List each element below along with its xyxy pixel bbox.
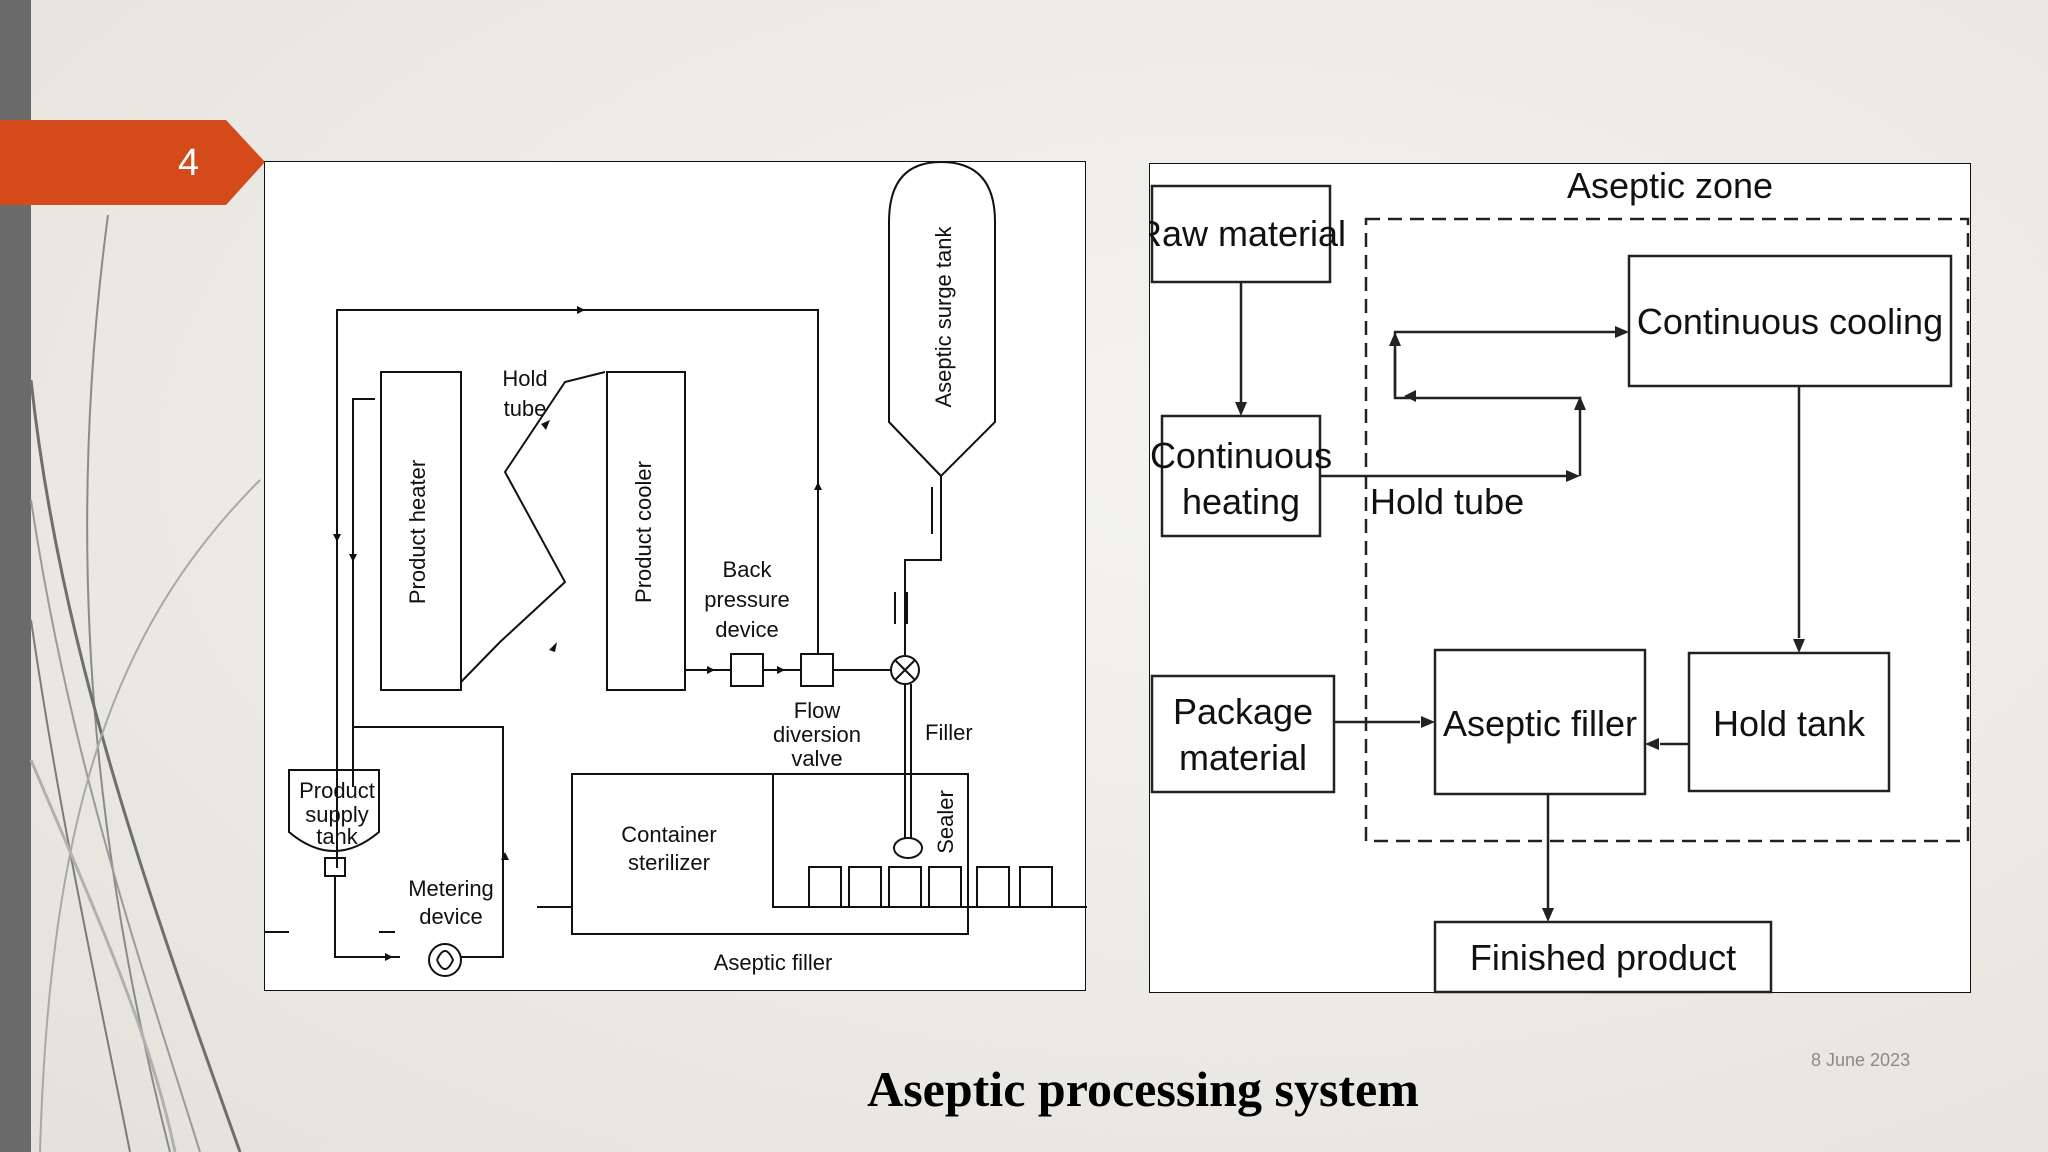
slide-date: 8 June 2023	[1811, 1050, 1911, 1070]
aseptic-flowchart: Aseptic zone Raw material Continuous hea…	[1150, 165, 1970, 994]
label-hold-tank: Hold tank	[1713, 703, 1866, 744]
label-metering-1: Metering	[408, 876, 494, 901]
label-metering-2: device	[419, 904, 483, 929]
label-flow-1: Flow	[794, 698, 841, 723]
label-flow-2: diversion	[773, 722, 861, 747]
label-hold-tube: Hold tube	[1370, 481, 1524, 522]
label-supply-3: tank	[316, 824, 359, 849]
label-back-3: device	[715, 617, 779, 642]
label-product-heater: Product heater	[405, 460, 430, 604]
slide-caption: Aseptic processing system	[867, 1061, 1419, 1117]
label-sealer: Sealer	[933, 790, 958, 854]
label-back-1: Back	[723, 557, 773, 582]
aseptic-schematic: Product heater Product cooler Aseptic su…	[265, 162, 1087, 977]
label-back-2: pressure	[704, 587, 790, 612]
label-supply-1: Product	[299, 778, 375, 803]
label-product-cooler: Product cooler	[631, 461, 656, 603]
label-flow-3: valve	[791, 746, 842, 771]
label-package-1: Package	[1173, 691, 1313, 732]
aseptic-flow-panel: Aseptic zone Raw material Continuous hea…	[1149, 163, 1971, 994]
label-filler: Filler	[925, 720, 973, 745]
slide-number: 4	[178, 142, 200, 184]
slide-number-tab	[0, 120, 265, 205]
label-cont-heating-1: Continuous	[1150, 435, 1332, 476]
label-continuous-cooling: Continuous cooling	[1637, 301, 1943, 342]
label-aseptic-zone: Aseptic zone	[1567, 165, 1773, 206]
label-hold-2: tube	[504, 396, 547, 421]
label-container-2: sterilizer	[628, 850, 710, 875]
label-cont-heating-2: heating	[1182, 481, 1300, 522]
decorative-curves	[29, 214, 261, 1152]
label-raw-material: Raw material	[1150, 213, 1346, 254]
label-hold-1: Hold	[502, 366, 547, 391]
label-aseptic-filler: Aseptic filler	[1443, 703, 1637, 744]
label-package-2: material	[1179, 737, 1307, 778]
aseptic-schematic-panel: Product heater Product cooler Aseptic su…	[264, 161, 1087, 991]
label-finished-product: Finished product	[1470, 937, 1736, 978]
label-aseptic-filler: Aseptic filler	[714, 950, 833, 975]
label-surge-tank: Aseptic surge tank	[931, 226, 956, 408]
label-container-1: Container	[621, 822, 716, 847]
label-supply-2: supply	[305, 802, 369, 827]
